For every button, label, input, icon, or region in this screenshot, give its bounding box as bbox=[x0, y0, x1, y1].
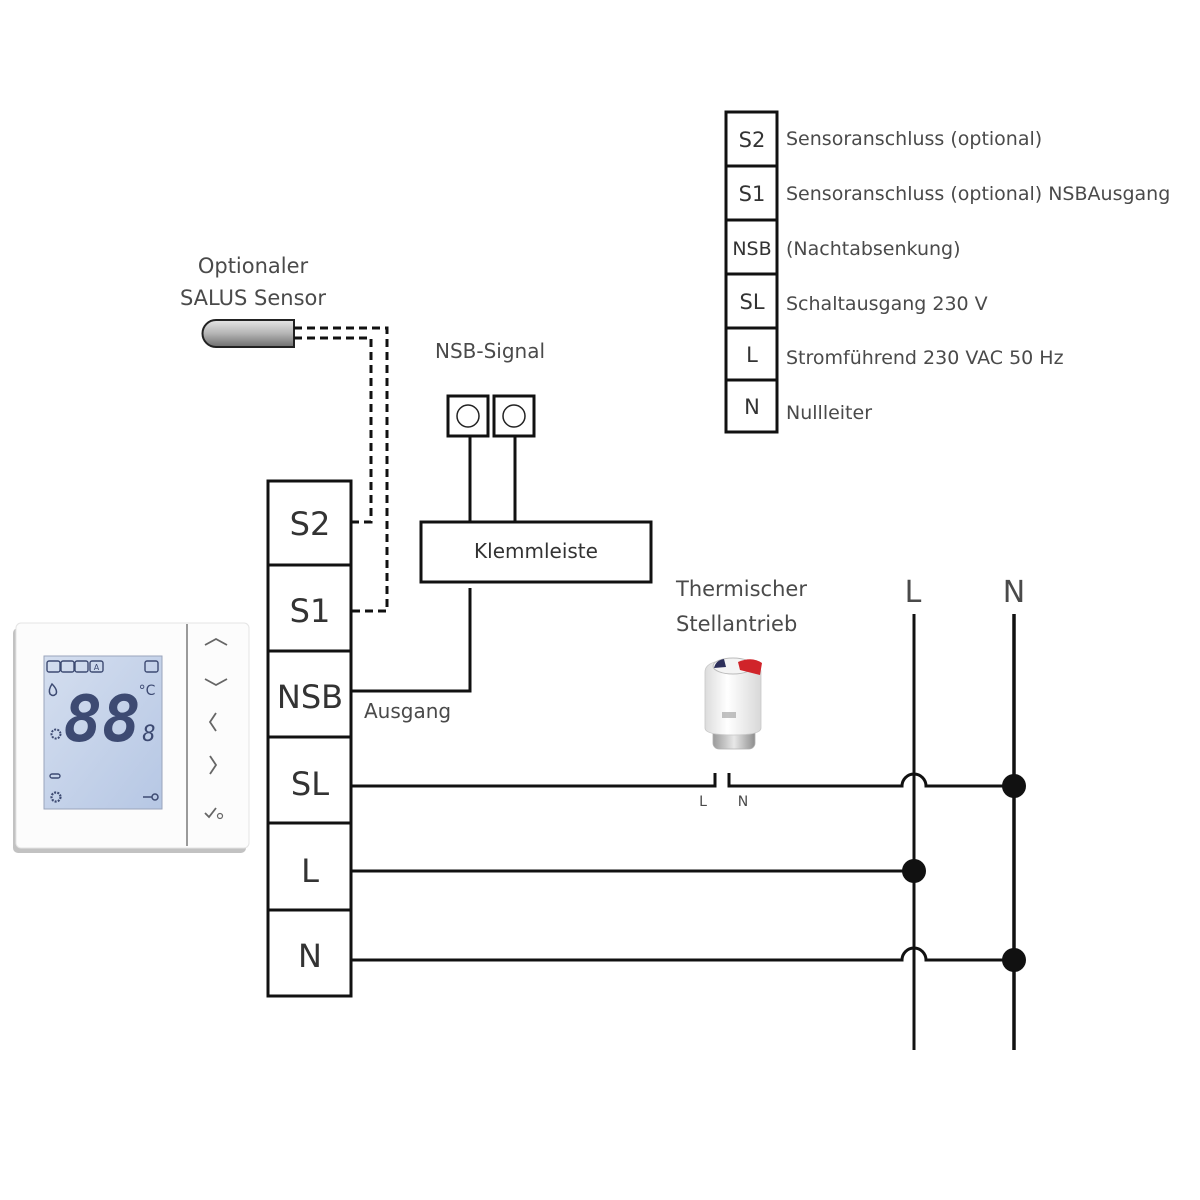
thermal-actuator: Thermischer Stellantrieb L N bbox=[675, 577, 807, 810]
optional-sensor: Optionaler SALUS Sensor bbox=[180, 254, 389, 613]
terminal-s1: S1 bbox=[290, 592, 331, 630]
legend-terminal-s1: S1 bbox=[739, 182, 766, 206]
settings-gear-icon bbox=[50, 791, 62, 803]
sensor-label-line1: Optionaler bbox=[198, 254, 309, 278]
actuator-pin-n: N bbox=[738, 794, 748, 810]
n-wire bbox=[352, 946, 1014, 962]
terminal-l: L bbox=[301, 852, 319, 890]
legend-terminal-nsb: NSB bbox=[732, 238, 771, 260]
confirm-button[interactable] bbox=[204, 807, 224, 820]
legend-terminal-l: L bbox=[746, 343, 758, 367]
junction-dot bbox=[902, 859, 926, 883]
actuator-icon bbox=[704, 657, 762, 750]
terminal-sl: SL bbox=[291, 765, 329, 803]
lcd-decimal-digit: 8 bbox=[142, 722, 155, 747]
thermostat-lcd bbox=[43, 655, 163, 810]
junction-dot bbox=[1002, 948, 1026, 972]
lcd-status-icons bbox=[46, 660, 159, 673]
nsb-input-terminal-2 bbox=[492, 394, 536, 438]
legend-terminal-s2: S2 bbox=[739, 128, 766, 152]
sensor-wire-s2 bbox=[294, 336, 373, 524]
legend-desc-s1: Sensoranschluss (optional) NSBAusgang bbox=[786, 183, 1170, 205]
nsb-input-terminal-1 bbox=[446, 394, 490, 438]
legend-terminal-n: N bbox=[744, 395, 760, 419]
legend-terminal-sl: SL bbox=[739, 290, 764, 314]
key-lock-icon bbox=[143, 793, 159, 801]
mains-line-label: L bbox=[905, 575, 922, 610]
circle-icon bbox=[216, 812, 224, 820]
auto-mode-icon: A bbox=[94, 663, 100, 672]
sl-wire-to-actuator bbox=[352, 773, 717, 788]
thermometer-icon bbox=[49, 773, 61, 779]
legend-desc-s2: Sensoranschluss (optional) bbox=[786, 128, 1042, 150]
down-arrow-button[interactable] bbox=[204, 678, 228, 687]
lcd-unit: °C bbox=[139, 683, 156, 699]
terminal-screw-icon bbox=[502, 404, 526, 428]
nsb-signal: NSB-Signal Klemmleiste Ausgang bbox=[352, 339, 653, 723]
legend-desc-l: Stromführend 230 VAC 50 Hz bbox=[786, 347, 1064, 369]
thermostat-device: A 88 8 °C bbox=[13, 622, 250, 853]
left-arrow-button[interactable] bbox=[208, 712, 217, 732]
actuator-pin-l: L bbox=[699, 794, 707, 810]
sensor-wire-s1 bbox=[294, 326, 389, 613]
terminal-block-klemmleiste bbox=[419, 520, 653, 584]
legend-desc-sl: Schaltausgang 230 V bbox=[786, 293, 988, 315]
terminal-nsb: NSB bbox=[277, 678, 343, 716]
terminal-n: N bbox=[298, 937, 322, 975]
nsb-output-label: Ausgang bbox=[364, 699, 451, 723]
sun-icon bbox=[50, 728, 62, 740]
lcd-main-digits: 88 bbox=[63, 683, 140, 757]
sensor-label-line2: SALUS Sensor bbox=[180, 286, 326, 310]
mains-neutral-label: N bbox=[1003, 575, 1025, 610]
sensor-probe-icon bbox=[201, 319, 295, 348]
terminal-screw-icon bbox=[456, 404, 480, 428]
check-icon bbox=[204, 807, 217, 819]
right-arrow-button[interactable] bbox=[209, 755, 218, 775]
nsb-output-wire bbox=[352, 588, 472, 693]
legend-desc-nsb: (Nachtabsenkung) bbox=[786, 238, 961, 260]
actuator-label-line2: Stellantrieb bbox=[676, 612, 797, 636]
legend-desc-n: Nullleiter bbox=[786, 402, 872, 424]
junction-dot bbox=[1002, 774, 1026, 798]
flame-icon bbox=[48, 682, 58, 697]
up-arrow-button[interactable] bbox=[204, 637, 228, 646]
terminal-strip: S2 S1 NSB SL L N bbox=[266, 479, 353, 998]
actuator-label-line1: Thermischer bbox=[675, 577, 807, 601]
legend-terminal-box bbox=[724, 110, 779, 434]
terminal-block-label: Klemmleiste bbox=[474, 539, 598, 563]
nsb-signal-label: NSB-Signal bbox=[435, 339, 545, 363]
mains-bus: L N bbox=[352, 575, 1026, 1050]
terminal-s2: S2 bbox=[290, 505, 331, 543]
actuator-wire-to-neutral bbox=[727, 772, 1014, 788]
legend: S2 S1 NSB SL L N Sensoranschluss (option… bbox=[724, 110, 1170, 434]
